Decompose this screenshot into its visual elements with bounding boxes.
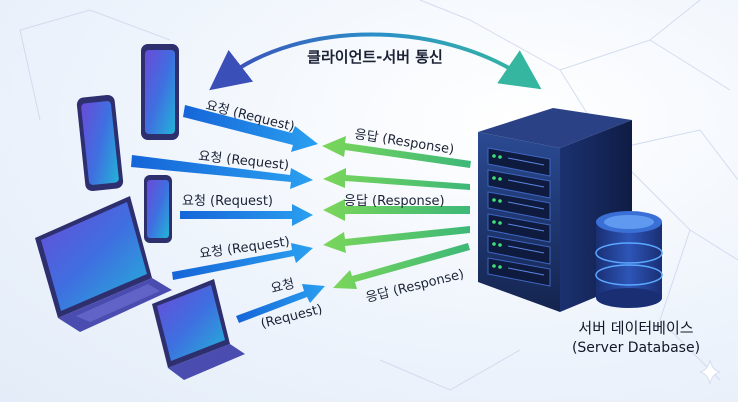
diagram-title: 클라이언트-서버 통신 bbox=[307, 48, 443, 66]
top-communication-arc bbox=[209, 32, 542, 91]
response-arrow bbox=[323, 199, 470, 221]
database-label-korean: 서버 데이터베이스 bbox=[578, 319, 693, 337]
response-arrow bbox=[322, 136, 471, 168]
request-arrow bbox=[180, 204, 313, 226]
request-arrow bbox=[183, 105, 318, 152]
database-icon bbox=[595, 211, 663, 308]
background-network bbox=[19, 0, 738, 391]
laptop-icon bbox=[152, 279, 245, 380]
request-arrow bbox=[236, 284, 325, 323]
smartphone-icon bbox=[144, 175, 172, 243]
response-arrows bbox=[322, 136, 471, 289]
request-label-line1: 요청 bbox=[269, 277, 296, 297]
smartphone-icon bbox=[76, 94, 124, 192]
response-arrow bbox=[323, 168, 470, 190]
smartphone-icon bbox=[141, 44, 179, 140]
response-arrow bbox=[323, 226, 470, 253]
request-arrow bbox=[172, 243, 313, 280]
request-label: 요청 (Request) bbox=[182, 194, 273, 209]
laptop-icon bbox=[35, 196, 172, 332]
database-label-english: (Server Database) bbox=[572, 340, 700, 356]
sparkle-icon bbox=[699, 359, 721, 385]
request-arrows bbox=[131, 105, 325, 323]
response-arrow bbox=[333, 243, 470, 289]
response-label: 응답 (Response) bbox=[344, 194, 445, 209]
request-arrow bbox=[131, 155, 313, 189]
